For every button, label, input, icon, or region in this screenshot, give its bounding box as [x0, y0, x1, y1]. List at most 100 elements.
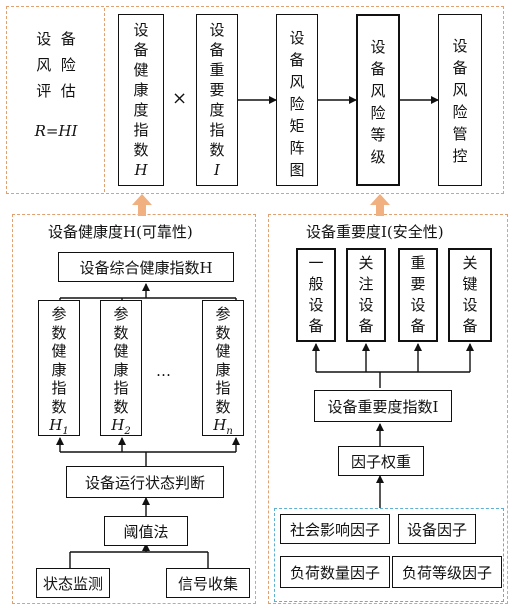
factor-weight-box: 因子权重: [338, 446, 424, 476]
vertical-char: 要: [209, 81, 225, 99]
eval-formula: R=HI: [34, 122, 78, 140]
vertical-char: I: [214, 161, 220, 179]
vertical-char: 关: [462, 254, 478, 272]
vertical-char: 阵: [289, 139, 305, 157]
top-frame: [6, 6, 504, 194]
vertical-char: 设: [358, 296, 374, 314]
vertical-char: 康: [215, 360, 231, 379]
eval-char: 设: [36, 30, 52, 48]
vertical-char: 健: [215, 342, 231, 360]
signal-box: 信号收集: [166, 568, 250, 598]
vertical-char: 备: [462, 317, 478, 335]
vertical-char: 数: [133, 141, 149, 159]
vertical-char: 风: [289, 73, 305, 91]
vertical-char: 设: [209, 21, 225, 39]
vertical-char: 度: [209, 101, 225, 119]
vertical-char: 矩: [289, 117, 305, 135]
key-equipment-box: 关键设备: [448, 248, 492, 342]
eval-char: 估: [60, 82, 76, 100]
vertical-char: 备: [133, 41, 149, 59]
vertical-char: 设: [452, 37, 468, 55]
right-section-title: 设备重要度I(安全性): [306, 223, 444, 241]
vertical-char: 备: [289, 51, 305, 69]
vertical-char: 风: [370, 82, 386, 100]
vertical-char: 险: [452, 103, 468, 121]
vertical-char: 关: [358, 254, 374, 272]
eval-char: 备: [60, 30, 76, 48]
vertical-char: 设: [289, 29, 305, 47]
eval-char: 风: [36, 56, 52, 74]
vertical-char: 等: [370, 126, 386, 144]
vertical-char: 重: [209, 61, 225, 79]
ellipsis: …: [156, 362, 171, 380]
vertical-char: 备: [209, 41, 225, 59]
vertical-char: 要: [410, 275, 426, 293]
vertical-char: 数: [51, 397, 67, 416]
threshold-box: 阈值法: [104, 516, 188, 546]
general-equipment-box: 一般设备: [296, 248, 336, 342]
vertical-char: 指: [113, 379, 129, 397]
vertical-char: 备: [410, 317, 426, 335]
vertical-char: 设: [308, 296, 324, 314]
vertical-char: 控: [452, 147, 468, 165]
vertical-char: 般: [308, 275, 324, 293]
vertical-char: 参: [51, 305, 67, 323]
vertical-char: 图: [289, 161, 305, 179]
vertical-char: 数: [215, 323, 231, 342]
vertical-char: 管: [452, 125, 468, 143]
vertical-char: Hn: [213, 416, 233, 437]
vertical-char: 指: [215, 379, 231, 397]
important-equipment-box: 重要设备: [398, 248, 438, 342]
equipment-factor-box: 设备因子: [398, 514, 476, 544]
up-arrow-health: [132, 194, 152, 216]
multiply-sign: ×: [172, 88, 188, 109]
vertical-char: 设: [462, 296, 478, 314]
risk-control-box: 设备风险管控: [438, 14, 482, 186]
load-qty-factor-box: 负荷数量因子: [280, 556, 390, 588]
overall-health-box: 设备综合健康指数H: [58, 252, 234, 282]
vertical-char: 设: [410, 296, 426, 314]
vertical-char: H2: [111, 416, 131, 437]
vertical-char: 指: [133, 121, 149, 139]
vertical-char: 备: [370, 60, 386, 78]
vertical-char: 险: [370, 104, 386, 122]
right-frame: [268, 214, 508, 604]
vertical-char: 参: [215, 305, 231, 323]
vertical-char: 险: [289, 95, 305, 113]
vertical-char: 参: [113, 305, 129, 323]
risk-eval-label: 设 备 风 险 评 估 R=HI: [20, 14, 92, 184]
vertical-char: 数: [51, 323, 67, 342]
vertical-char: 备: [358, 317, 374, 335]
risk-matrix-box: 设备风险矩阵图: [276, 14, 318, 186]
importance-index-mid-box: 设备重要度指数I: [314, 390, 452, 422]
vertical-char: 健: [133, 61, 149, 79]
vertical-char: 设: [133, 21, 149, 39]
vertical-char: 备: [452, 59, 468, 77]
vertical-char: H: [134, 161, 148, 179]
vertical-char: 注: [358, 275, 374, 293]
vertical-char: 数: [113, 397, 129, 416]
up-arrow-importance: [370, 194, 390, 216]
vertical-char: 键: [462, 275, 478, 293]
eval-char: 险: [60, 56, 76, 74]
vertical-char: 一: [308, 254, 324, 272]
vertical-char: 设: [370, 38, 386, 56]
factor-frame: [274, 508, 504, 602]
vertical-char: 重: [410, 254, 426, 272]
risk-level-box: 设备风险等级: [356, 14, 400, 186]
attention-equipment-box: 关注设备: [346, 248, 386, 342]
vertical-char: 康: [133, 81, 149, 99]
left-section-title: 设备健康度H(可靠性): [48, 223, 193, 241]
vertical-char: 指: [209, 121, 225, 139]
vertical-char: 健: [51, 342, 67, 360]
eval-char: 评: [36, 82, 52, 100]
social-factor-box: 社会影响因子: [280, 514, 390, 544]
monitor-box: 状态监测: [36, 568, 110, 598]
vertical-char: 数: [215, 397, 231, 416]
vertical-char: 健: [113, 342, 129, 360]
